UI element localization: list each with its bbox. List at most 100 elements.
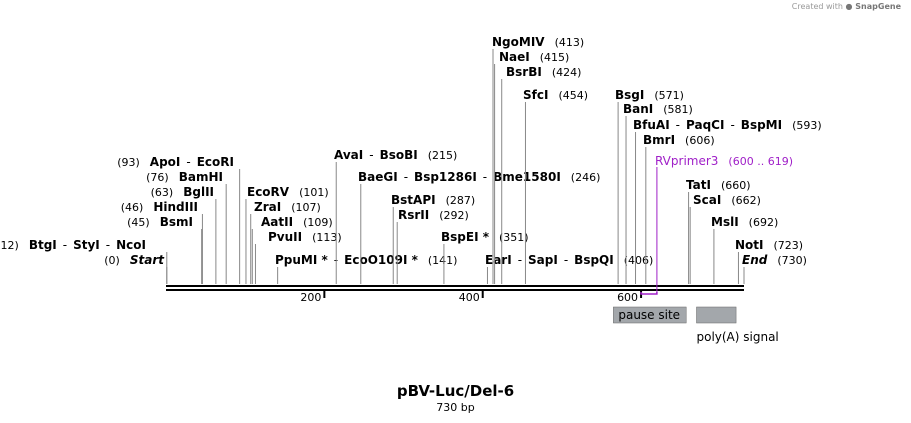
- site-bsrbi-label[interactable]: BsrBI (424): [506, 65, 581, 79]
- site-scai-label[interactable]: ScaI(662): [693, 193, 761, 207]
- site-bstapi-position: (287): [446, 194, 476, 207]
- label-separator: -: [518, 253, 522, 267]
- site-eari-label[interactable]: EarI-SapI-BspQI(406): [485, 253, 653, 267]
- feature-pause-site-box[interactable]: [613, 306, 687, 324]
- site-bmri-label[interactable]: BmrI (606): [643, 133, 715, 147]
- site-bsrbi-position: (424): [552, 66, 582, 79]
- site-noti-enzyme-name: NotI: [735, 238, 764, 252]
- site-baegi-enzyme-name: Bme1580I: [493, 170, 561, 184]
- site-tati-label[interactable]: TatI(660): [686, 178, 751, 192]
- site-bsmi-label[interactable]: (45)BsmI: [127, 215, 193, 229]
- site-scai-enzyme-name: ScaI: [693, 193, 721, 207]
- site-rsrii-position: (292): [439, 209, 469, 222]
- site-bsgi-enzyme-name: BsgI: [615, 88, 644, 102]
- site-bamhi-enzyme-name: BamHI: [179, 170, 223, 184]
- site-sfci-label[interactable]: SfcI(454): [523, 88, 588, 102]
- site-zrai-enzyme-name: ZraI: [254, 200, 281, 214]
- label-separator: -: [186, 155, 190, 169]
- site-bamhi-label[interactable]: (76)BamHI: [146, 170, 223, 184]
- site-eari-enzyme-name: BspQI: [574, 253, 614, 267]
- site-bspei-position: (351): [499, 231, 529, 244]
- sequence-length: 730 bp: [436, 401, 475, 414]
- label-separator: -: [404, 170, 408, 184]
- site-bfuai-enzyme-name: PaqCI: [686, 118, 724, 132]
- primer-arrow: [640, 292, 658, 295]
- site-aatii-label[interactable]: AatII(109): [261, 215, 333, 229]
- site-naei-label[interactable]: NaeI (415): [499, 50, 569, 64]
- site-msli-enzyme-name: MslI: [711, 215, 739, 229]
- site-apoi-label[interactable]: (93)ApoI-EcoRI: [117, 155, 234, 169]
- site-tati-enzyme-name: TatI: [686, 178, 711, 192]
- site-hindiii-enzyme-name: HindIII: [153, 200, 198, 214]
- primer-range: (600 .. 619): [728, 155, 793, 168]
- site-bsrbi-enzyme-name: BsrBI: [506, 65, 542, 79]
- site-avai-label[interactable]: AvaI-BsoBI(215): [334, 148, 457, 162]
- label-separator: -: [730, 118, 734, 132]
- site-btgi-label[interactable]: (12)BtgI-StyI-NcoI: [0, 238, 146, 252]
- site-pvuii-position: (113): [312, 231, 342, 244]
- site-ngomiv-label[interactable]: NgoMIV (413): [492, 35, 584, 49]
- site-apoi-enzyme-name: ApoI: [150, 155, 181, 169]
- site-ngomiv-position: (413): [555, 36, 585, 49]
- site-eari-enzyme-name: EarI: [485, 253, 512, 267]
- site-bmri-position: (606): [685, 134, 715, 147]
- credit-prefix: Created with: [791, 2, 843, 11]
- site-eari-position: (406): [624, 254, 654, 267]
- sequence-title: pBV-Luc/Del-6: [396, 382, 515, 400]
- site-sfci-enzyme-name: SfcI: [523, 88, 548, 102]
- site-hindiii-position: (46): [121, 201, 144, 214]
- site-pvuii-label[interactable]: PvuII(113): [268, 230, 342, 244]
- label-separator: -: [483, 170, 487, 184]
- credit-brand: SnapGene: [855, 2, 901, 11]
- site-start-label[interactable]: (0)Start: [104, 253, 165, 267]
- backbone-top-strand: [166, 285, 744, 287]
- feature-poly-a-signal-box[interactable]: [696, 306, 737, 324]
- site-baegi-enzyme-name: Bsp1286I: [414, 170, 477, 184]
- site-bmri-enzyme-name: BmrI: [643, 133, 675, 147]
- site-end-label[interactable]: End (730): [742, 253, 807, 267]
- site-ecorv-label[interactable]: EcoRV(101): [247, 185, 329, 199]
- site-ppumi-label[interactable]: PpuMI *-EcoO109I *(141): [275, 253, 457, 267]
- primer-label[interactable]: RVprimer3(600 .. 619): [655, 154, 793, 168]
- site-rsrii-label[interactable]: RsrII (292): [398, 208, 469, 222]
- snapgene-logo: ● SnapGene: [845, 2, 901, 11]
- site-bstapi-label[interactable]: BstAPI(287): [391, 193, 475, 207]
- site-avai-enzyme-name: AvaI: [334, 148, 363, 162]
- site-bglii-position: (63): [151, 186, 174, 199]
- label-separator: -: [106, 238, 110, 252]
- site-bglii-label[interactable]: (63) BglII: [151, 185, 214, 199]
- site-naei-enzyme-name: NaeI: [499, 50, 530, 64]
- site-bglii-enzyme-name: BglII: [183, 185, 214, 199]
- site-baegi-label[interactable]: BaeGI-Bsp1286I-Bme1580I(246): [358, 170, 600, 184]
- site-baegi-enzyme-name: BaeGI: [358, 170, 398, 184]
- site-ppumi-enzyme-name: EcoO109I *: [344, 253, 418, 267]
- site-bani-position: (581): [663, 103, 693, 116]
- site-end-position: (730): [777, 254, 807, 267]
- site-avai-position: (215): [428, 149, 458, 162]
- site-ppumi-enzyme-name: PpuMI *: [275, 253, 329, 267]
- site-zrai-label[interactable]: ZraI (107): [254, 200, 321, 214]
- site-bani-label[interactable]: BanI(581): [623, 102, 693, 116]
- site-ngomiv-enzyme-name: NgoMIV: [492, 35, 545, 49]
- site-bfuai-label[interactable]: BfuAI-PaqCI-BspMI(593): [633, 118, 822, 132]
- site-btgi-position: (12): [0, 239, 19, 252]
- site-noti-label[interactable]: NotI(723): [735, 238, 803, 252]
- primer-group[interactable]: RVprimer3(600 .. 619): [640, 154, 793, 295]
- site-zrai-position: (107): [291, 201, 321, 214]
- label-separator: -: [676, 118, 680, 132]
- site-rsrii-enzyme-name: RsrII: [398, 208, 429, 222]
- snapgene-credit: Created with ● SnapGene: [792, 2, 901, 11]
- label-separator: -: [369, 148, 373, 162]
- site-bsmi-enzyme-name: BsmI: [160, 215, 193, 229]
- site-start-enzyme-name: Start: [130, 253, 165, 267]
- site-bsgi-position: (571): [654, 89, 684, 102]
- site-bfuai-enzyme-name: BfuAI: [633, 118, 670, 132]
- site-naei-position: (415): [540, 51, 570, 64]
- site-msli-label[interactable]: MslI(692): [711, 215, 778, 229]
- site-eari-enzyme-name: SapI: [528, 253, 558, 267]
- site-hindiii-label[interactable]: (46) HindIII: [121, 200, 198, 214]
- site-end-enzyme-name: End: [742, 253, 768, 267]
- site-bsgi-label[interactable]: BsgI (571): [615, 88, 684, 102]
- site-bspei-label[interactable]: BspEI *(351): [441, 230, 529, 244]
